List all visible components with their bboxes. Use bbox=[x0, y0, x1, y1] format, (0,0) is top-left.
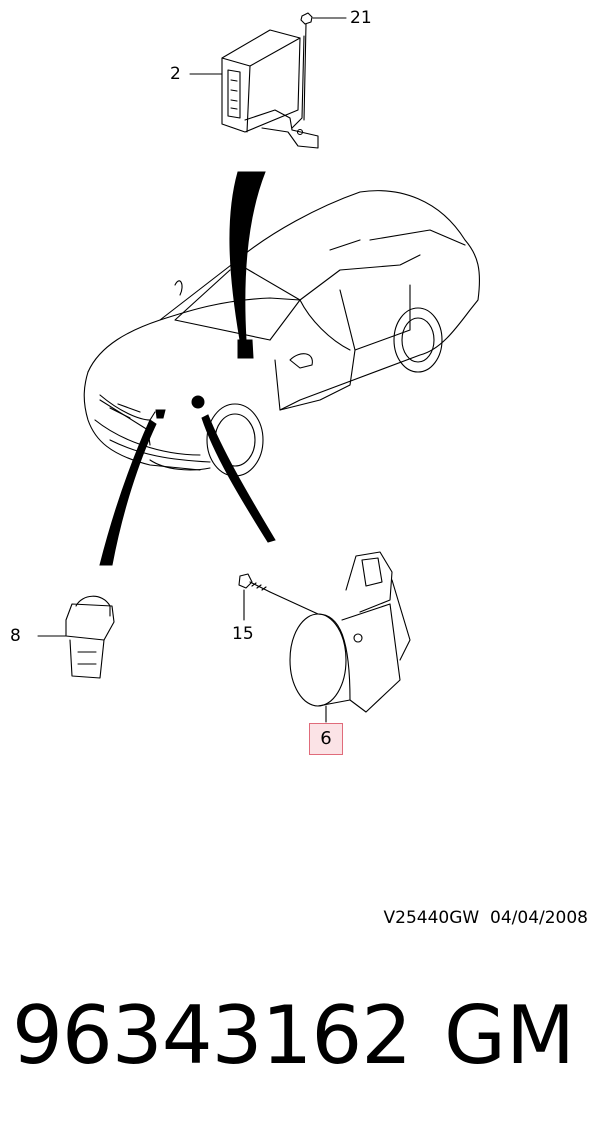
leader-lines bbox=[37, 17, 347, 723]
callout-8[interactable]: 8 bbox=[10, 626, 21, 646]
callout-2[interactable]: 2 bbox=[170, 64, 181, 84]
vehicle-illustration bbox=[83, 190, 481, 477]
switch-part-8 bbox=[65, 595, 115, 679]
drawing-code: V25440GW bbox=[383, 908, 480, 928]
callout-21[interactable]: 21 bbox=[350, 8, 372, 28]
module-part-2 bbox=[221, 12, 319, 149]
callout-15[interactable]: 15 bbox=[232, 624, 254, 644]
bolt-part-15 bbox=[238, 573, 271, 593]
locator-arrows bbox=[99, 171, 276, 566]
drawing-date: 04/04/2008 bbox=[490, 908, 588, 928]
callout-6-highlighted[interactable]: 6 bbox=[309, 723, 343, 755]
part-number: 96343162 bbox=[12, 989, 412, 1082]
brand-name: GM bbox=[444, 989, 576, 1082]
horn-part-6 bbox=[289, 551, 411, 713]
drawing-code-line: V25440GW 04/04/2008 bbox=[384, 908, 589, 928]
